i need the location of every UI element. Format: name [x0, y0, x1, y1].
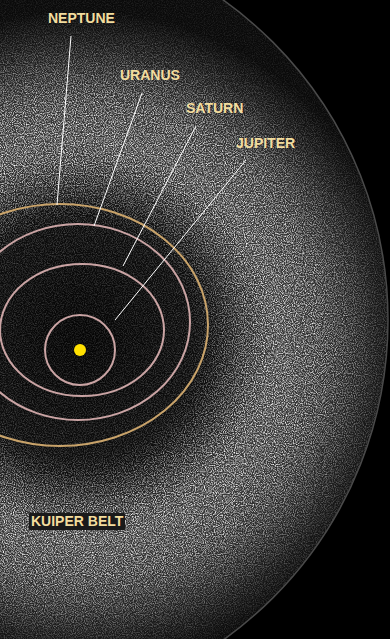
- region-label: KUIPER BELT: [29, 513, 125, 530]
- planet-label: JUPITER: [236, 135, 295, 152]
- planet-label: SATURN: [186, 100, 243, 117]
- planet-label: NEPTUNE: [48, 10, 115, 27]
- planet-label: URANUS: [120, 67, 180, 84]
